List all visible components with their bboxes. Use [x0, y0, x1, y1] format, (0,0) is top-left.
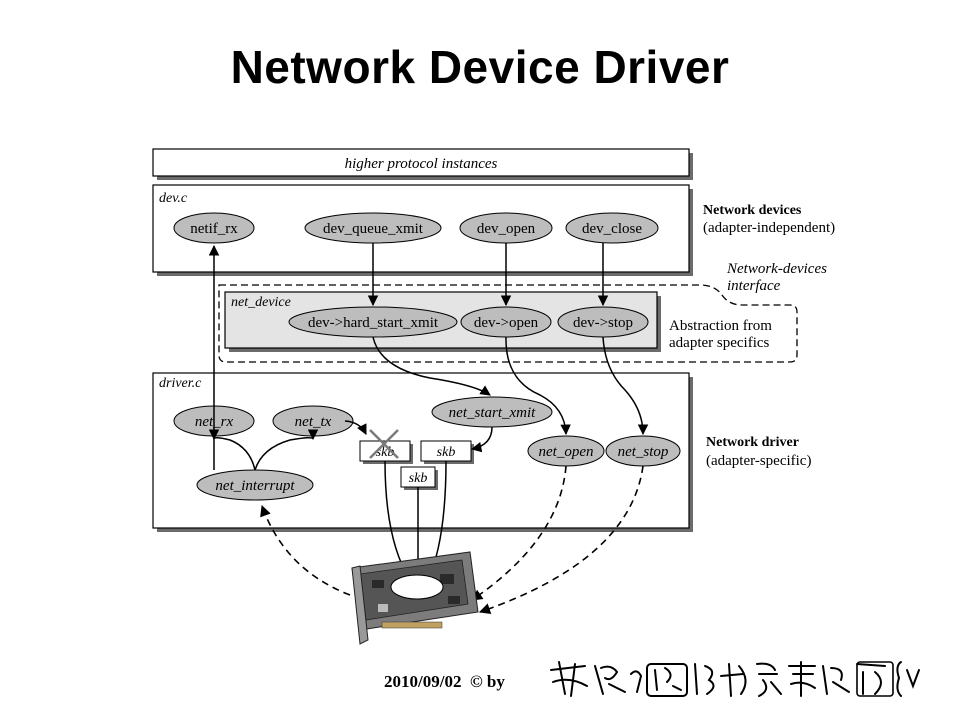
page-title: Network Device Driver [230, 41, 730, 93]
svg-text:net_open: net_open [539, 444, 594, 460]
devc-label: dev.c [159, 191, 188, 206]
svg-text:skb: skb [409, 471, 428, 486]
node-net-interrupt: net_interrupt [196, 469, 314, 501]
adapter-specific-label: (adapter-specific) [706, 453, 811, 469]
interface-label-2: interface [727, 278, 781, 294]
side-labels: Network devices (adapter-independent) Ne… [669, 203, 835, 469]
node-dev-stop-ptr: dev->stop [557, 306, 649, 338]
skb-buffer-2: skb [420, 440, 474, 464]
driverc-label: driver.c [159, 376, 202, 391]
svg-text:skb: skb [437, 445, 456, 460]
svg-text:dev_open: dev_open [477, 221, 536, 237]
skb-discard-cross [369, 429, 399, 459]
svg-text:dev->hard_start_xmit: dev->hard_start_xmit [308, 315, 439, 331]
node-dev-open: dev_open [459, 212, 553, 244]
node-dev-close: dev_close [565, 212, 659, 244]
svg-text:net_tx: net_tx [295, 414, 332, 430]
node-dev-queue-xmit: dev_queue_xmit [304, 212, 442, 244]
skb-buffer-3: skb [400, 466, 438, 490]
network-card-image [351, 551, 479, 645]
node-net-open: net_open [527, 435, 605, 467]
footer-by: © by [469, 672, 505, 691]
abstraction-label-2: adapter specifics [669, 335, 770, 351]
node-hard-start-xmit: dev->hard_start_xmit [288, 306, 458, 338]
svg-text:dev->stop: dev->stop [573, 315, 633, 331]
network-driver-label: Network driver [706, 435, 799, 450]
node-net-tx: net_tx [272, 405, 354, 437]
node-netif-rx: netif_rx [173, 212, 255, 244]
footer-date: 2010/09/02 [384, 672, 462, 691]
svg-text:netif_rx: netif_rx [190, 221, 238, 237]
footer-date-by: 2010/09/02 © by [384, 672, 505, 692]
svg-text:net_stop: net_stop [618, 444, 669, 460]
node-net-start-xmit: net_start_xmit [431, 396, 553, 428]
calligraphy-signature-logo [550, 661, 920, 697]
node-dev-open-ptr: dev->open [460, 306, 552, 338]
abstraction-label-1: Abstraction from [669, 318, 772, 334]
interface-label-1: Network-devices [726, 261, 827, 277]
svg-text:dev->open: dev->open [474, 315, 539, 331]
higher-protocol-box: higher protocol instances [152, 148, 693, 180]
adapter-independent-label: (adapter-independent) [703, 220, 835, 236]
network-devices-label: Network devices [703, 203, 802, 218]
svg-text:net_interrupt: net_interrupt [215, 478, 295, 494]
node-net-stop: net_stop [605, 435, 681, 467]
higher-protocol-label: higher protocol instances [345, 156, 498, 172]
svg-text:dev_close: dev_close [582, 221, 642, 237]
skb-buffer-1: skb [359, 440, 413, 464]
dashed-hardware-arrows [260, 465, 644, 614]
network-devices-interface-region [218, 284, 798, 363]
svg-text:net_start_xmit: net_start_xmit [449, 405, 536, 421]
svg-text:dev_queue_xmit: dev_queue_xmit [323, 221, 424, 237]
net-device-label: net_device [231, 295, 291, 310]
